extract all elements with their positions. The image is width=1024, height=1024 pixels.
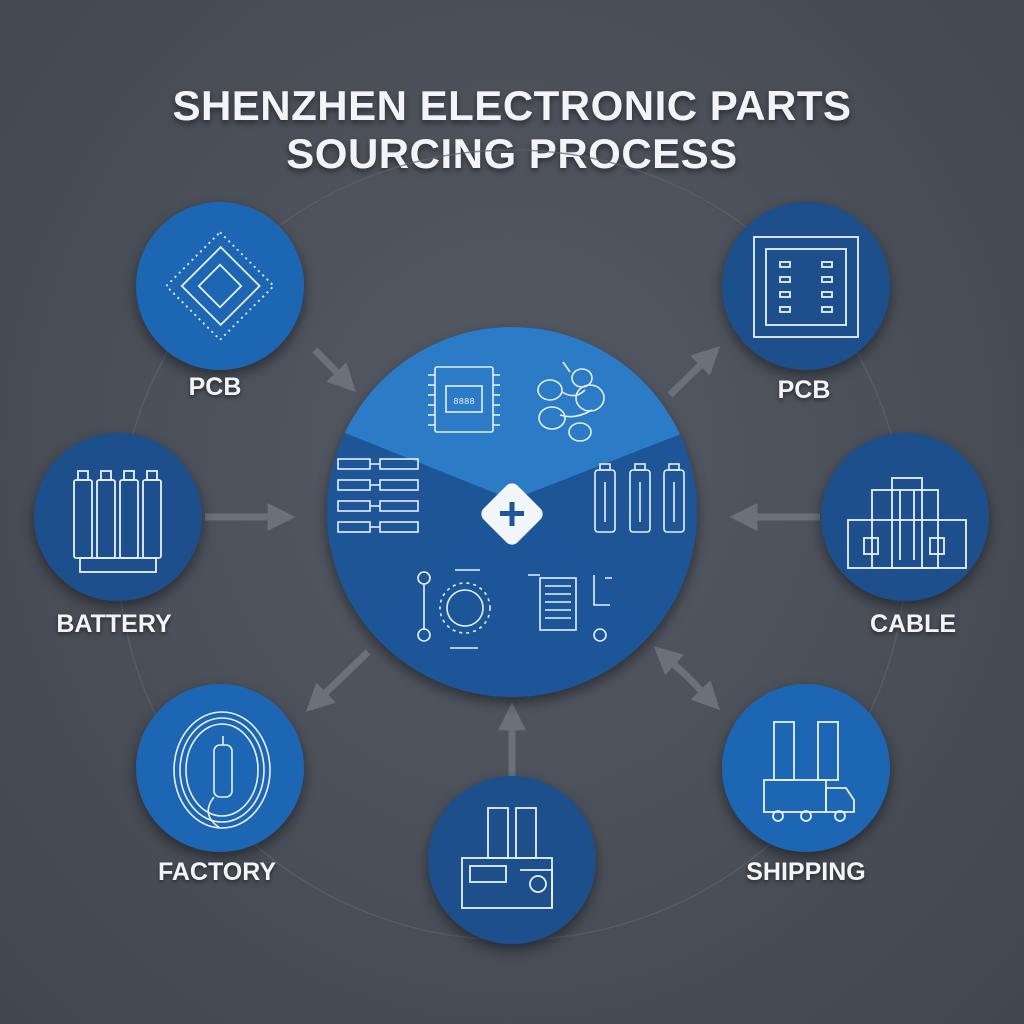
- node-pcb-right[interactable]: [722, 202, 890, 370]
- battery-cells-icon: [73, 470, 162, 573]
- node-cable[interactable]: [821, 433, 989, 601]
- building-icon: [847, 477, 967, 569]
- title-line-2: SOURCING PROCESS: [286, 130, 738, 177]
- hub-chip-text: 8888: [453, 397, 475, 407]
- label-shipping: SHIPPING: [746, 858, 866, 886]
- connector-arrows: [205, 346, 820, 778]
- batteries-icon: [594, 463, 685, 533]
- chip-icon: [428, 366, 500, 433]
- circuit-icon: [528, 574, 612, 642]
- plus-icon[interactable]: [478, 480, 546, 548]
- label-cable: CABLE: [869, 610, 957, 638]
- node-bottom[interactable]: [428, 776, 596, 944]
- arrow-shipping-b: [685, 674, 720, 711]
- label-pcb-left: PCB: [188, 373, 242, 401]
- title-line-1: SHENZHEN ELECTRONIC PARTS: [172, 82, 852, 129]
- cable-coil-icon: [173, 711, 271, 829]
- components-icon: [537, 361, 605, 442]
- truck-icon: [763, 721, 855, 822]
- chip-icon: [164, 230, 276, 342]
- node-shipping[interactable]: [722, 684, 890, 852]
- label-battery: BATTERY: [56, 610, 172, 638]
- circuit-board-icon: [753, 236, 859, 338]
- node-factory[interactable]: [136, 684, 304, 852]
- arrow-pcb-right: [667, 346, 721, 398]
- label-pcb-right: PCB: [777, 376, 831, 404]
- arrow-pcb-left: [312, 347, 356, 393]
- node-pcb-left[interactable]: [136, 202, 304, 370]
- node-battery[interactable]: [34, 433, 202, 601]
- arrow-shipping-a: [653, 646, 691, 680]
- arrow-factory: [305, 649, 371, 712]
- resistors-icon: [337, 458, 419, 533]
- gear-icon: [417, 569, 491, 649]
- label-factory: FACTORY: [157, 858, 277, 886]
- factory-icon: [461, 807, 553, 909]
